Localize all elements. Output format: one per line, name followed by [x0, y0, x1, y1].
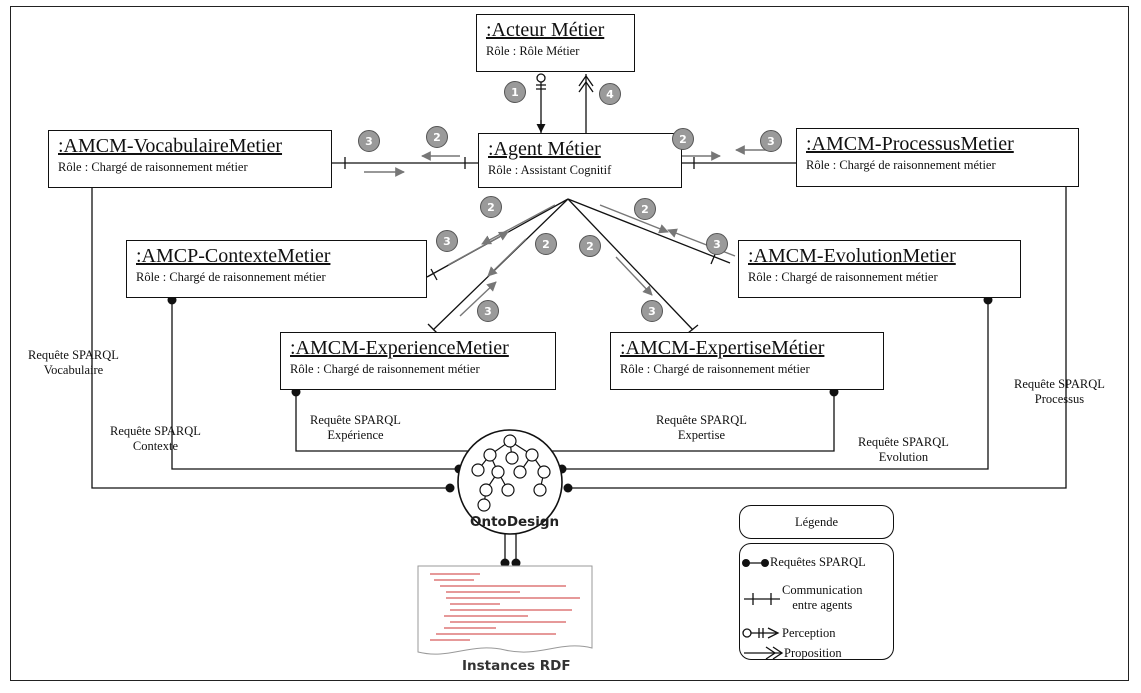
query-line-experience	[295, 392, 475, 452]
step-badge-3: 3	[477, 300, 499, 322]
query-line-expertise	[546, 392, 835, 452]
step-badge-2: 2	[579, 235, 601, 257]
step-badge-3: 3	[641, 300, 663, 322]
acteur-metier-role: Rôle : Rôle Métier	[486, 44, 580, 58]
ontology-icon	[457, 429, 563, 535]
query-label-expertise: Requête SPARQL Expertise	[656, 413, 747, 442]
comm-agent-expertise	[567, 198, 694, 331]
query-label-experience: Requête SPARQL Expérience	[310, 413, 401, 442]
acteur-metier-name: :Acteur Métier	[486, 19, 605, 41]
step-badge-3: 3	[358, 130, 380, 152]
acteur-metier-box: :Acteur Métier Rôle : Rôle Métier	[476, 14, 635, 72]
processus-box: :AMCM-ProcessusMetier Rôle : Chargé de r…	[796, 128, 1079, 187]
step-badge-3: 3	[706, 233, 728, 255]
query-line-ontology-doc	[504, 530, 517, 563]
contexte-name: :AMCP-ContexteMetier	[136, 245, 331, 267]
vocabulaire-box: :AMCM-VocabulaireMetier Rôle : Chargé de…	[48, 130, 332, 188]
legend-communication: Communication entre agents	[782, 583, 863, 612]
agent-metier-role: Rôle : Assistant Cognitif	[488, 163, 612, 177]
step-badge-2: 2	[426, 126, 448, 148]
vocabulaire-name: :AMCM-VocabulaireMetier	[58, 135, 283, 157]
ontology-label: OntoDesign	[470, 514, 560, 530]
diagram-frame	[10, 6, 1129, 681]
query-line-contexte	[171, 300, 459, 470]
experience-box: :AMCM-ExperienceMetier Rôle : Chargé de …	[280, 332, 556, 390]
evolution-role: Rôle : Chargé de raisonnement métier	[748, 270, 938, 284]
query-label-evolution: Requête SPARQL Evolution	[858, 435, 949, 464]
query-line-evolution	[562, 300, 989, 470]
query-label-contexte: Requête SPARQL Contexte	[110, 424, 201, 453]
legend-title: Légende	[794, 514, 839, 529]
contexte-box: :AMCP-ContexteMetier Rôle : Chargé de ra…	[126, 240, 427, 298]
expertise-role: Rôle : Chargé de raisonnement métier	[620, 362, 810, 376]
legend-box	[739, 543, 894, 660]
expertise-box: :AMCM-ExpertiseMétier Rôle : Chargé de r…	[610, 332, 884, 390]
legend-title-box: Légende	[739, 505, 894, 539]
query-label-processus: Requête SPARQL Processus	[1014, 377, 1105, 406]
step-badge-2: 2	[672, 128, 694, 150]
evolution-name: :AMCM-EvolutionMetier	[748, 245, 956, 267]
legend-sparql: Requêtes SPARQL	[770, 555, 866, 569]
legend-perception: Perception	[782, 626, 836, 640]
rdf-document-icon	[417, 565, 593, 655]
step-badge-2: 2	[634, 198, 656, 220]
evolution-box: :AMCM-EvolutionMetier Rôle : Chargé de r…	[738, 240, 1021, 298]
experience-name: :AMCM-ExperienceMetier	[290, 337, 509, 359]
query-label-vocabulaire: Requête SPARQL Vocabulaire	[28, 348, 119, 377]
comm-agent-evolution	[567, 198, 731, 264]
processus-role: Rôle : Chargé de raisonnement métier	[806, 158, 996, 172]
step-badge-3: 3	[760, 130, 782, 152]
processus-name: :AMCM-ProcessusMetier	[806, 133, 1014, 155]
step-badge-4: 4	[599, 83, 621, 105]
query-line-vocabulaire	[91, 173, 450, 489]
experience-role: Rôle : Chargé de raisonnement métier	[290, 362, 480, 376]
step-badge-2: 2	[535, 233, 557, 255]
step-badge-2: 2	[480, 196, 502, 218]
agent-metier-box: :Agent Métier Rôle : Assistant Cognitif	[478, 133, 682, 188]
legend-proposition: Proposition	[784, 646, 842, 660]
step-badge-3: 3	[436, 230, 458, 252]
contexte-role: Rôle : Chargé de raisonnement métier	[136, 270, 326, 284]
expertise-name: :AMCM-ExpertiseMétier	[620, 337, 825, 359]
agent-metier-name: :Agent Métier	[488, 138, 601, 160]
vocabulaire-role: Rôle : Chargé de raisonnement métier	[58, 160, 248, 174]
rdf-instances-label: Instances RDF	[462, 658, 571, 674]
step-badge-1: 1	[504, 81, 526, 103]
query-line-processus	[568, 173, 1067, 489]
